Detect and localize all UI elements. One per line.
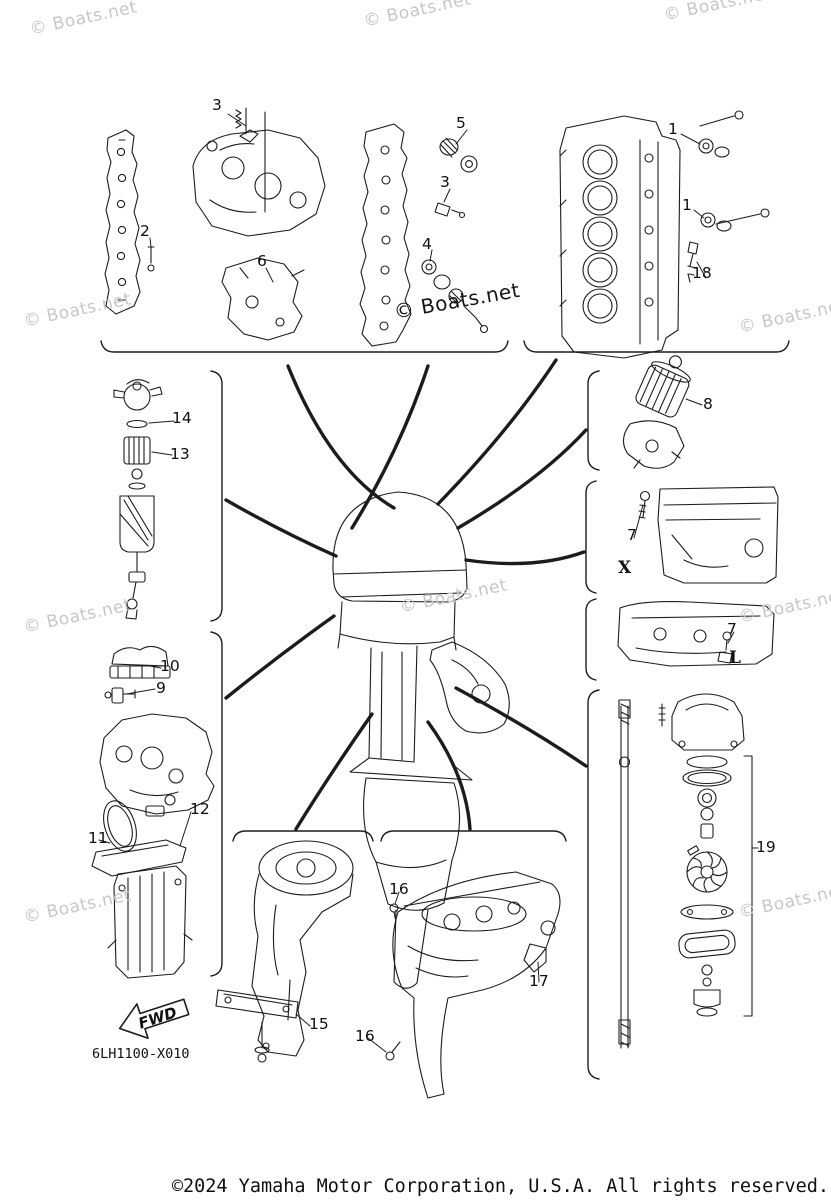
mount-label-x: X bbox=[618, 558, 632, 578]
fwd-arrow-icon bbox=[118, 998, 190, 1040]
part-callout[interactable]: 7 bbox=[727, 620, 737, 638]
part-callout[interactable]: 3 bbox=[440, 173, 450, 191]
fuel-pump-group bbox=[91, 645, 215, 979]
powerhead-gasket-group bbox=[104, 107, 326, 341]
section-brackets bbox=[100, 340, 790, 1080]
part-callout[interactable]: 1 bbox=[682, 196, 692, 214]
part-callout[interactable]: 3 bbox=[212, 96, 222, 114]
water-pump-group bbox=[618, 693, 759, 1049]
part-callout[interactable]: 13 bbox=[170, 445, 190, 463]
fuel-filter-group bbox=[113, 379, 163, 620]
part-callout[interactable]: 4 bbox=[422, 235, 432, 253]
part-callout[interactable]: 14 bbox=[172, 409, 192, 427]
engine-mount-l-group bbox=[617, 601, 775, 667]
connection-lines bbox=[224, 358, 588, 831]
part-callout[interactable]: 8 bbox=[703, 395, 713, 413]
lower-unit-group bbox=[385, 871, 561, 1099]
cylinder-head-group bbox=[559, 110, 770, 359]
part-callout[interactable]: 19 bbox=[756, 838, 776, 856]
part-callout[interactable]: 9 bbox=[156, 679, 166, 697]
part-callout[interactable]: 7 bbox=[627, 526, 637, 544]
part-callout[interactable]: 2 bbox=[140, 222, 150, 240]
part-callout[interactable]: 10 bbox=[160, 657, 180, 675]
part-callout[interactable]: 5 bbox=[456, 114, 466, 132]
part-callout[interactable]: 17 bbox=[529, 972, 549, 990]
exhaust-plate-group bbox=[359, 123, 489, 347]
engine-mount-x-group bbox=[638, 486, 779, 584]
part-callout[interactable]: 15 bbox=[309, 1015, 329, 1033]
upper-casing-group bbox=[215, 840, 354, 1063]
part-callout[interactable]: 12 bbox=[190, 800, 210, 818]
part-callout[interactable]: 6 bbox=[257, 252, 267, 270]
oil-filter-group bbox=[622, 355, 691, 469]
part-callout[interactable]: 11 bbox=[88, 829, 108, 847]
diagram-code: 6LH1100-X010 bbox=[92, 1046, 190, 1062]
copyright-text: ©2024 Yamaha Motor Corporation, U.S.A. A… bbox=[171, 1176, 829, 1197]
part-callout[interactable]: 1 bbox=[668, 120, 678, 138]
mount-label-l: L bbox=[729, 648, 741, 668]
part-callout[interactable]: 18 bbox=[692, 264, 712, 282]
outboard-motor-silhouette bbox=[332, 491, 510, 989]
part-callout[interactable]: 16 bbox=[355, 1027, 375, 1045]
part-callout[interactable]: 16 bbox=[389, 880, 409, 898]
callout-leaders bbox=[98, 113, 758, 1053]
